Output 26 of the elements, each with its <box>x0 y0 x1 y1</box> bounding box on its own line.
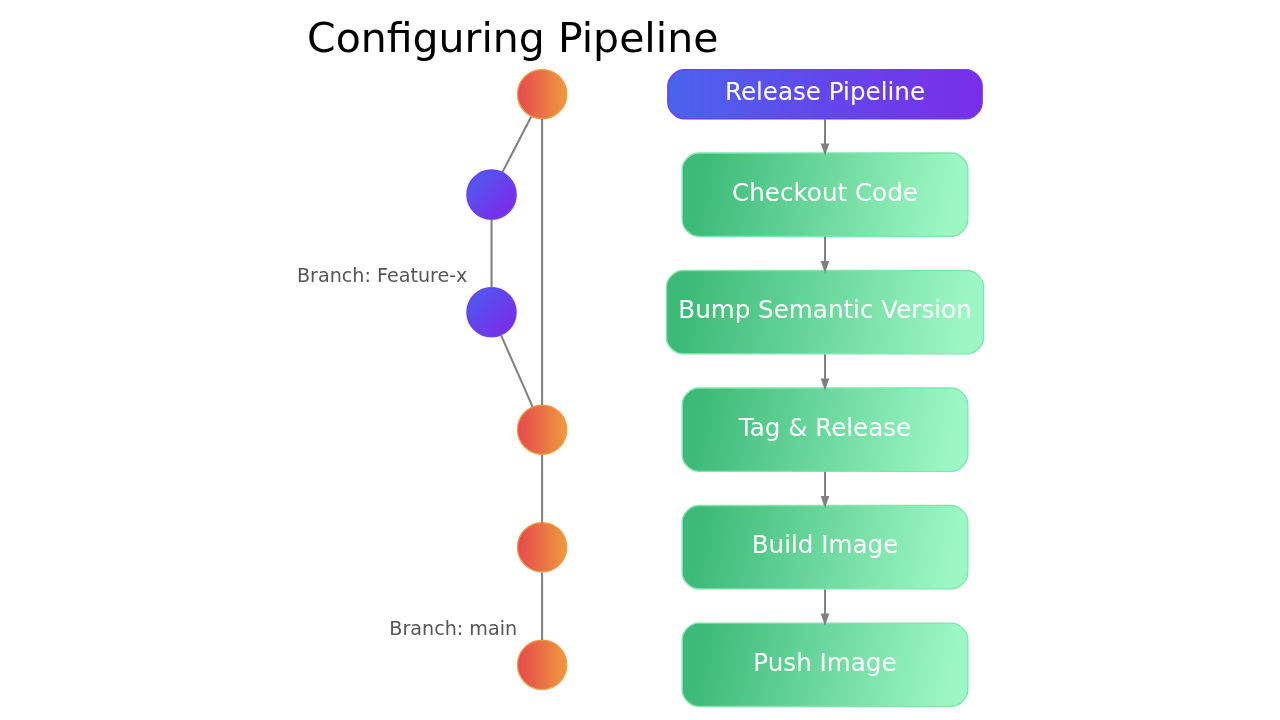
diagram-title: Configuring Pipeline <box>306 13 718 62</box>
arrow <box>820 236 829 274</box>
node-circle <box>516 639 567 691</box>
arrow <box>820 589 829 626</box>
node-label: Branch: Feature-x <box>296 264 467 288</box>
connector <box>490 219 493 288</box>
node-box: Tag & Release <box>681 387 968 473</box>
connector <box>540 454 543 523</box>
node-circle <box>516 404 567 455</box>
arrow <box>820 119 829 156</box>
arrow <box>820 354 829 391</box>
connector <box>499 334 534 408</box>
arrow <box>820 471 829 509</box>
node-circle <box>516 521 567 573</box>
connector <box>540 118 543 405</box>
node-label: Branch: main <box>388 616 517 640</box>
connector <box>501 116 532 173</box>
node-circle <box>465 286 517 338</box>
node-circle <box>516 68 567 120</box>
connector <box>540 572 543 641</box>
node-box: Release Pipeline <box>666 68 983 120</box>
node-box: Build Image <box>681 504 968 590</box>
node-circle <box>465 169 517 220</box>
node-box: Push Image <box>681 622 968 708</box>
node-box: Checkout Code <box>681 152 968 237</box>
node-box: Bump Semantic Version <box>665 269 984 355</box>
